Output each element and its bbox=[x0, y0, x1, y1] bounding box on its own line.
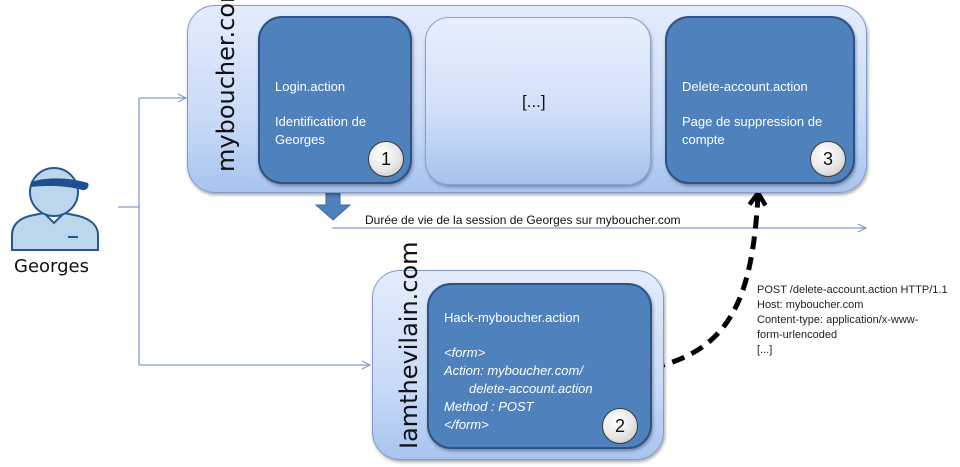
page-login[interactable]: Login.action Identification de Georges 1 bbox=[258, 16, 412, 184]
http-line-1: POST /delete-account.action HTTP/1.1 bbox=[757, 284, 948, 296]
page-hack[interactable]: Hack-myboucher.action <form> Action: myb… bbox=[427, 283, 652, 449]
http-line-5: [...] bbox=[757, 344, 773, 356]
http-request-note: POST /delete-account.action HTTP/1.1 Hos… bbox=[757, 283, 948, 358]
page-login-desc-1: Identification de bbox=[275, 114, 367, 129]
page-other-placeholder: [...] bbox=[522, 92, 546, 111]
user-name: Georges bbox=[14, 256, 89, 277]
http-line-4: form-urlencoded bbox=[757, 329, 838, 341]
step-badge-2: 2 bbox=[602, 408, 638, 444]
legit-site-container: myboucher.com Login.action Identificatio… bbox=[187, 0, 867, 193]
page-delete-desc-2: compte bbox=[682, 132, 725, 147]
page-hack-title: Hack-myboucher.action bbox=[444, 310, 580, 325]
session-start-arrow-icon bbox=[314, 191, 352, 221]
step-badge-1: 1 bbox=[368, 141, 404, 177]
attacker-site-container: Iamthevilain.com Hack-myboucher.action <… bbox=[372, 241, 664, 460]
legit-site-name: myboucher.com bbox=[212, 0, 240, 172]
hack-code-line-1: <form> bbox=[444, 345, 486, 360]
hack-code-line-3: delete-account.action bbox=[469, 381, 593, 396]
hack-code-line-5: </form> bbox=[444, 417, 489, 432]
page-delete-title: Delete-account.action bbox=[682, 79, 808, 94]
page-delete-desc-1: Page de suppression de bbox=[682, 114, 823, 129]
user-actor: Georges bbox=[4, 155, 104, 285]
hack-code-line-2: Action: myboucher.com/ bbox=[444, 363, 583, 378]
hack-code-line-4: Method : POST bbox=[444, 399, 534, 414]
session-label: Durée de vie de la session de Georges su… bbox=[365, 213, 681, 227]
page-other[interactable]: [...] bbox=[425, 17, 651, 185]
http-line-2: Host: mybouche­r.com bbox=[757, 299, 864, 311]
step-badge-3: 3 bbox=[810, 141, 846, 177]
page-login-desc-2: Georges bbox=[275, 132, 325, 147]
attacker-site-name: Iamthevilain.com bbox=[395, 241, 423, 449]
forged-request-arrow bbox=[651, 188, 768, 371]
page-delete-account[interactable]: Delete-account.action Page de suppressio… bbox=[665, 16, 855, 184]
http-line-3: Content-type: application/x-www- bbox=[757, 314, 919, 326]
page-login-title: Login.action bbox=[275, 79, 346, 94]
user-cap-icon bbox=[11, 167, 99, 251]
